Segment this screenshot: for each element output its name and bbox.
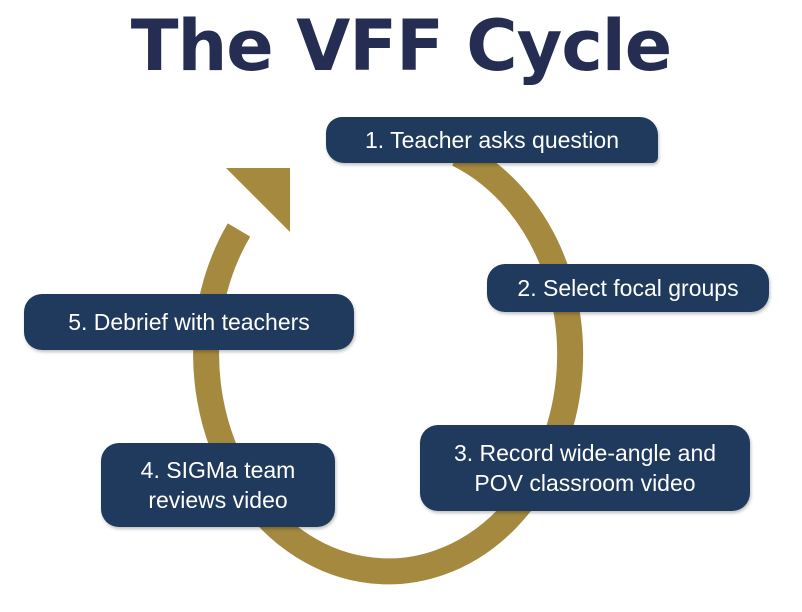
step-5-label: 5. Debrief with teachers: [68, 309, 310, 335]
diagram-title: The VFF Cycle: [130, 5, 673, 87]
step-1-label: 1. Teacher asks question: [364, 127, 619, 153]
step-2-select-focal-groups: 2. Select focal groups: [487, 264, 769, 312]
step-5-debrief-with-teachers: 5. Debrief with teachers: [24, 294, 354, 350]
step-3-label: 3. Record wide-angle and POV classroom v…: [453, 440, 717, 496]
step-1-teacher-asks-question: 1. Teacher asks question: [326, 117, 658, 163]
step-3-record-video: 3. Record wide-angle and POV classroom v…: [420, 425, 750, 511]
step-4-label: 4. SIGMa team reviews video: [140, 457, 296, 513]
step-2-label: 2. Select focal groups: [517, 275, 739, 301]
step-4-team-reviews-video: 4. SIGMa team reviews video: [101, 443, 335, 527]
cycle-arrowhead: [226, 168, 290, 232]
